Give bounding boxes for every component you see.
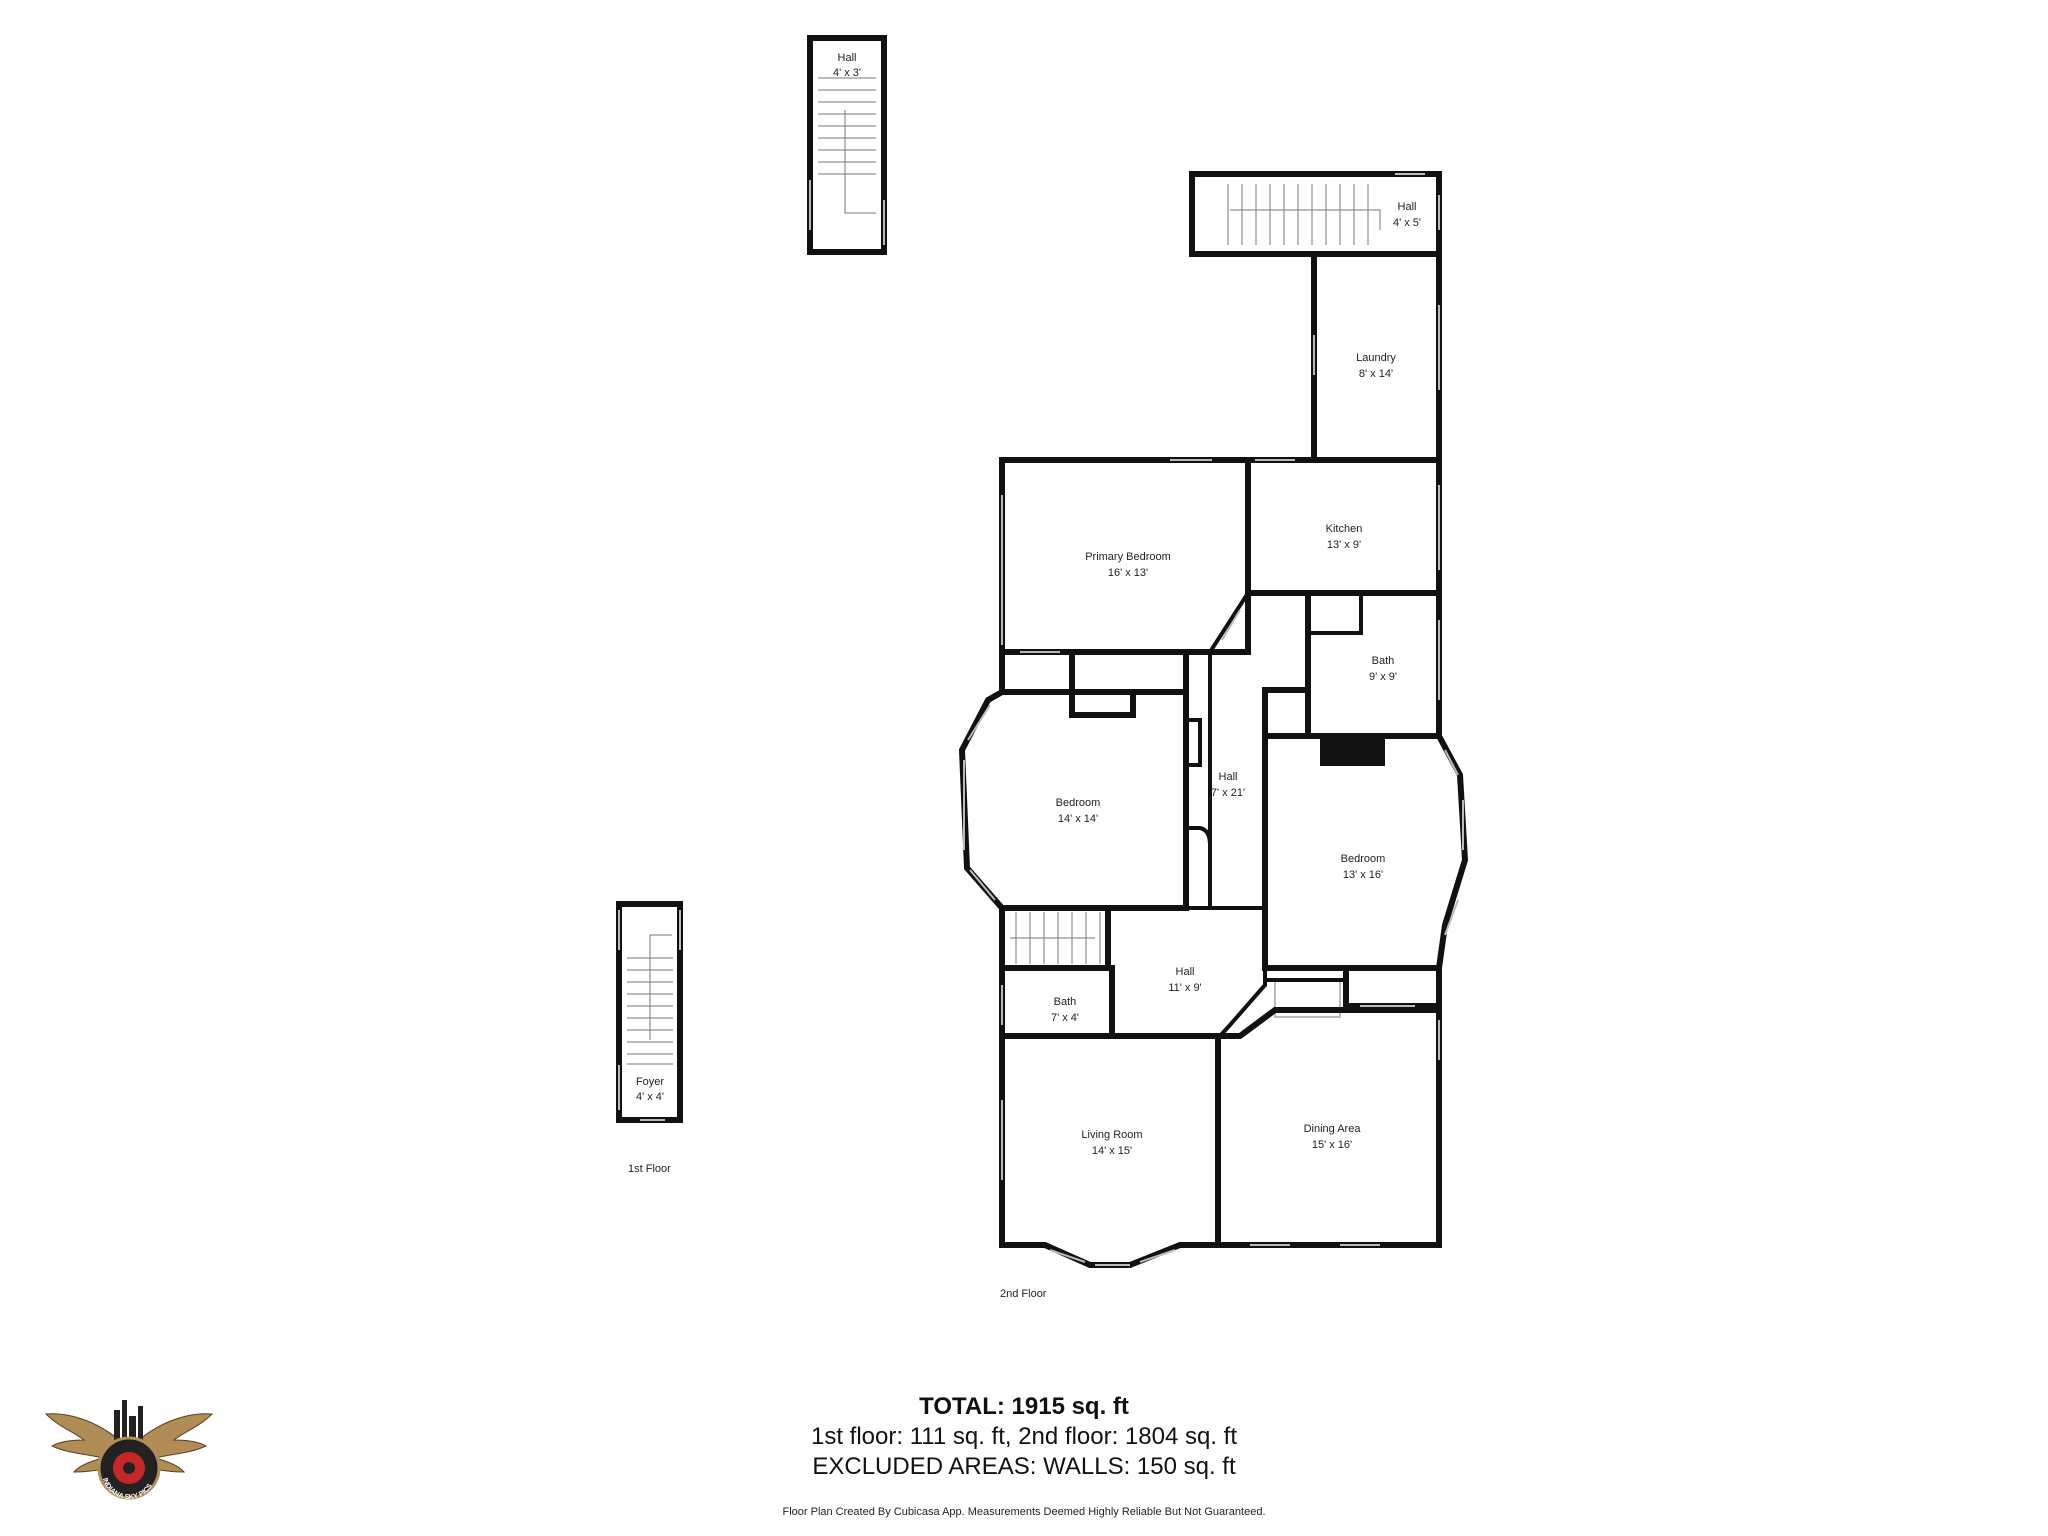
room-name: Laundry — [1356, 352, 1396, 364]
winged-camera-logo-icon: INDIANA SKY PICS — [44, 1400, 214, 1501]
room-dim: 4' x 5' — [1393, 217, 1421, 229]
room-dim: 4' x 4' — [636, 1091, 664, 1103]
room-dim: 9' x 9' — [1369, 671, 1397, 683]
room-name: Hall — [1398, 201, 1417, 213]
room-dim: 14' x 15' — [1092, 1145, 1132, 1157]
room-dim: 13' x 16' — [1343, 869, 1383, 881]
room-dim: 13' x 9' — [1327, 539, 1361, 551]
room-name: Dining Area — [1304, 1123, 1362, 1135]
excluded-areas: EXCLUDED AREAS: WALLS: 150 sq. ft — [812, 1453, 1236, 1480]
room-dim: 16' x 13' — [1108, 567, 1148, 579]
floor-areas: 1st floor: 111 sq. ft, 2nd floor: 1804 s… — [810, 1423, 1238, 1450]
floor-label-first: 1st Floor — [628, 1163, 671, 1175]
room-name: Foyer — [636, 1076, 664, 1088]
area-totals: TOTAL: 1915 sq. ft 1st floor: 111 sq. ft… — [0, 1392, 2048, 1482]
stair-hall-1st-top: Hall 4' x 3' — [807, 35, 887, 255]
stair-foyer-1st: Foyer 4' x 4' — [616, 901, 683, 1123]
floor-label-second: 2nd Floor — [1000, 1288, 1047, 1300]
room-name: Bath — [1054, 996, 1077, 1008]
room-name: Bedroom — [1056, 797, 1101, 809]
room-name: Bath — [1372, 655, 1395, 667]
room-dim: 11' x 9' — [1168, 982, 1201, 994]
room-name: Bedroom — [1341, 853, 1386, 865]
room-name: Living Room — [1081, 1129, 1142, 1141]
room-dim: 15' x 16' — [1312, 1139, 1352, 1151]
room-dim: 8' x 14' — [1359, 368, 1393, 380]
total-area: TOTAL: 1915 sq. ft — [919, 1393, 1129, 1420]
room-name: Hall — [838, 52, 857, 64]
room-name: Hall — [1176, 966, 1195, 978]
room-dim: 4' x 3' — [833, 67, 861, 79]
disclaimer: Floor Plan Created By Cubicasa App. Meas… — [782, 1506, 1266, 1518]
room-dim: 7' x 21' — [1211, 787, 1245, 799]
room-name: Kitchen — [1326, 523, 1363, 535]
room-name: Hall — [1219, 771, 1238, 783]
second-floor-plan: Hall 4' x 5' Laundry 8' x 14' Primary Be… — [958, 171, 1469, 1268]
room-name: Primary Bedroom — [1085, 551, 1171, 563]
room-dim: 7' x 4' — [1051, 1012, 1079, 1024]
room-dim: 14' x 14' — [1058, 813, 1098, 825]
